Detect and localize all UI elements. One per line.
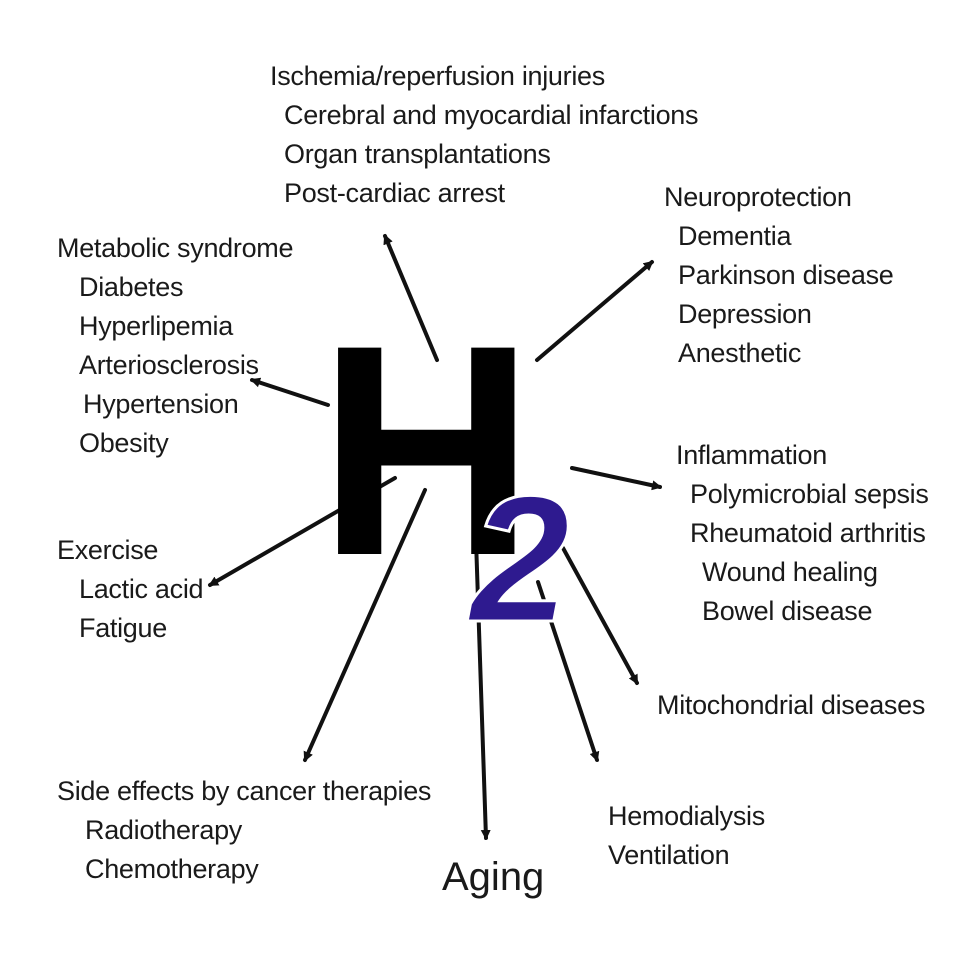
group-item: Cerebral and myocardial infarctions	[284, 100, 699, 130]
group-ischemia: Ischemia/reperfusion injuries Cerebral a…	[270, 57, 699, 213]
arrow-inflammation	[570, 466, 662, 491]
group-heading: Exercise	[57, 535, 159, 565]
aging-label: Aging	[442, 855, 545, 899]
group-item: Parkinson disease	[678, 260, 894, 290]
group-cancer: Side effects by cancer therapies Radioth…	[57, 772, 431, 889]
group-item: Chemotherapy	[85, 854, 259, 884]
group-hemodialysis: Hemodialysis Ventilation	[608, 797, 765, 875]
group-heading: Mitochondrial diseases	[657, 690, 926, 720]
group-item: Polymicrobial sepsis	[690, 479, 929, 509]
group-item: Ventilation	[608, 840, 730, 870]
group-item: Hypertension	[83, 389, 239, 419]
group-heading: Neuroprotection	[664, 182, 852, 212]
group-heading: Side effects by cancer therapies	[57, 776, 432, 806]
group-heading: Inflammation	[676, 440, 827, 470]
group-item: Radiotherapy	[85, 815, 243, 845]
group-item: Obesity	[79, 428, 169, 458]
arrow-neuroprotection	[535, 260, 654, 362]
group-item: Bowel disease	[702, 596, 873, 626]
arrow-ischemia	[383, 234, 439, 362]
group-inflammation: Inflammation Polymicrobial sepsis Rheuma…	[676, 436, 929, 631]
group-item: Lactic acid	[79, 574, 204, 604]
group-exercise: Exercise Lactic acid Fatigue	[57, 531, 204, 648]
group-item: Anesthetic	[678, 338, 802, 368]
group-item: Post-cardiac arrest	[284, 178, 505, 208]
arrow-hemodialysis	[536, 580, 600, 762]
group-item: Fatigue	[79, 613, 167, 643]
arrow-exercise	[208, 476, 397, 587]
group-neuroprotection: Neuroprotection Dementia Parkinson disea…	[664, 178, 894, 373]
arrow-mitochondrial	[561, 546, 639, 685]
group-item: Arteriosclerosis	[79, 350, 259, 380]
arrow-metabolic	[250, 377, 330, 407]
group-heading: Metabolic syndrome	[57, 233, 294, 263]
group-item: Diabetes	[79, 272, 184, 302]
group-item: Wound healing	[702, 557, 878, 587]
group-item: Organ transplantations	[284, 139, 551, 169]
arrow-cancer	[303, 488, 427, 762]
group-metabolic: Metabolic syndrome Diabetes Hyperlipemia…	[57, 229, 294, 463]
group-item: Dementia	[678, 221, 792, 251]
group-heading: Ischemia/reperfusion injuries	[270, 61, 605, 91]
h-symbol: H	[318, 282, 535, 618]
group-item: Hyperlipemia	[79, 311, 233, 341]
group-heading: Hemodialysis	[608, 801, 765, 831]
subscript-two: 2	[468, 459, 571, 660]
group-mitochondrial: Mitochondrial diseases	[657, 686, 925, 725]
arrow-aging	[474, 538, 491, 840]
group-item: Rheumatoid arthritis	[690, 518, 926, 548]
group-item: Depression	[678, 299, 812, 329]
